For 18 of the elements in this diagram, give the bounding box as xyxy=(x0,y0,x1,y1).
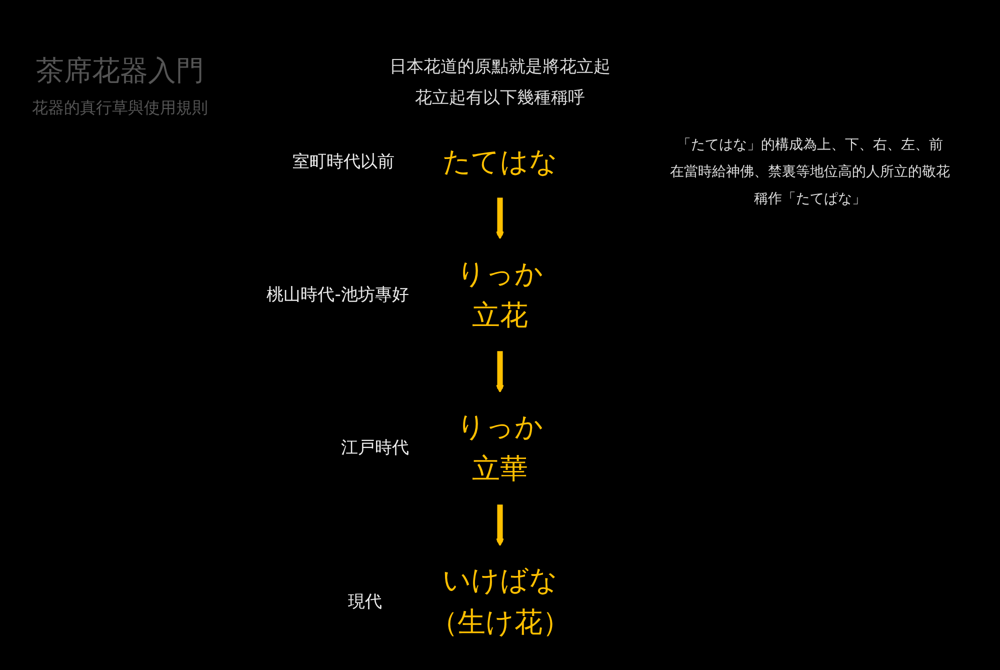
arrow xyxy=(496,350,504,393)
subtitle: 花器的真行草與使用規則 xyxy=(32,98,208,119)
node-text: りっか 立花 xyxy=(456,258,544,332)
node-text: りっか 立華 xyxy=(456,411,544,486)
node-text: たてはな xyxy=(442,146,558,179)
note-text: 稱作「たてぱな」 xyxy=(753,190,867,209)
intro-text: 日本花道的原點就是將花立起 xyxy=(388,56,612,79)
era-label: 現代 xyxy=(346,590,382,613)
note-text: 在當時給神佛、禁裏等地位高的人所立的敬花 xyxy=(669,163,951,182)
title: 茶席花器入門 xyxy=(36,53,204,89)
node-text: いけばな （生け花） xyxy=(430,564,570,639)
intro-text: 花立起有以下幾種稱呼 xyxy=(414,87,586,110)
era-label: 室町時代以前 xyxy=(291,151,394,174)
note-text: 「たてはな」的構成為上、下、右、左、前 xyxy=(676,136,944,155)
era-label: 桃山時代-池坊專好 xyxy=(266,284,409,306)
arrow xyxy=(496,504,504,546)
era-label: 江戸時代 xyxy=(340,437,409,460)
arrow xyxy=(496,197,504,240)
